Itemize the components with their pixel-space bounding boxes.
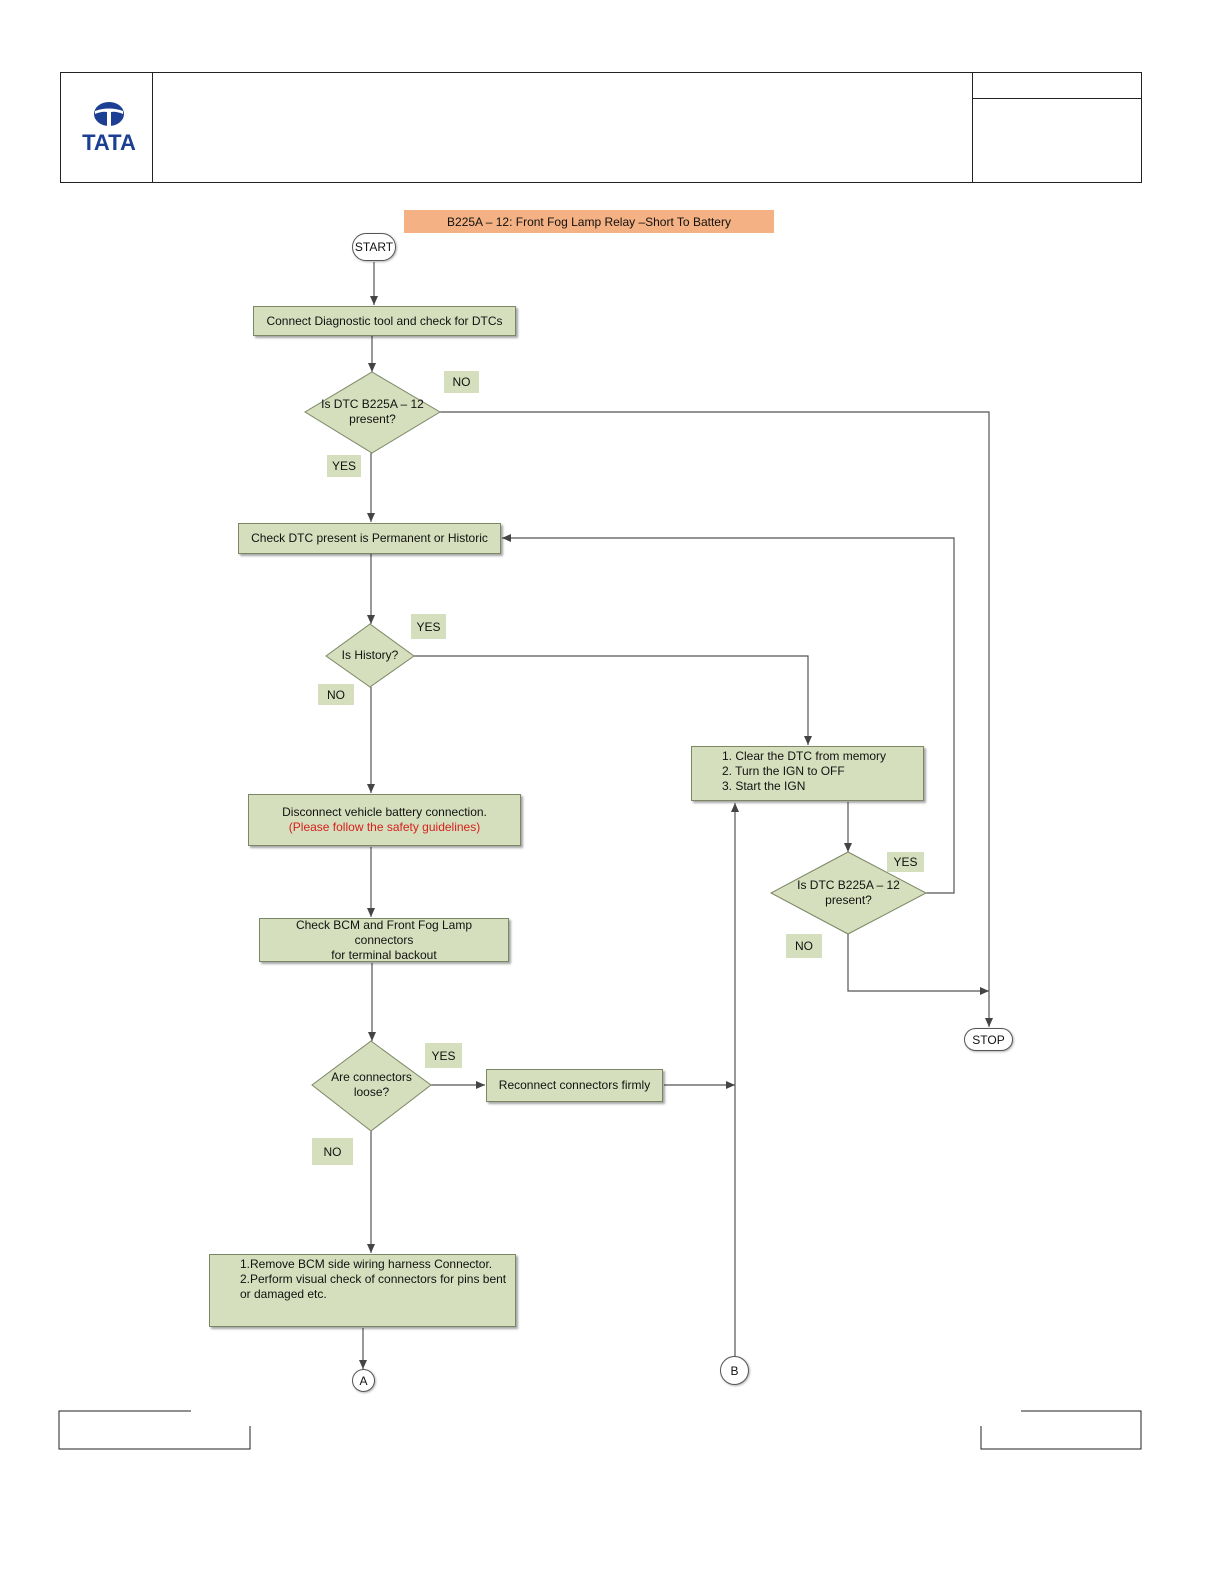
connect-diagnostic-tool-box: Connect Diagnostic tool and check for DT… xyxy=(253,306,516,336)
header-divider-left xyxy=(152,72,153,183)
decision-is-history: Is History? xyxy=(341,647,399,662)
reconnect-connectors-box: Reconnect connectors firmly xyxy=(486,1069,663,1102)
decision-is-dtc2-line1: Is DTC B225A – 12 xyxy=(797,878,900,892)
decision-is-dtc-line2: present? xyxy=(349,412,396,426)
label-no-2: NO xyxy=(318,684,354,705)
label-no-1: NO xyxy=(444,371,479,393)
connector-a: A xyxy=(352,1369,375,1392)
decision-connectors-loose-shape xyxy=(311,1040,432,1132)
check-bcm-line1: Check BCM and Front Fog Lamp connectors xyxy=(295,917,473,947)
header-divider-row xyxy=(972,98,1142,99)
clear-dtc-line2: 2. Turn the IGN to OFF xyxy=(722,764,845,778)
remove-bcm-line3: or damaged etc. xyxy=(240,1287,327,1301)
decision-is-dtc-present-shape xyxy=(304,371,441,454)
label-yes-1: YES xyxy=(327,455,361,477)
decision-loose-line2: loose? xyxy=(353,1085,390,1099)
decision-is-dtc-line1: Is DTC B225A – 12 xyxy=(321,397,424,411)
safety-guidelines-note: (Please follow the safety guidelines) xyxy=(288,820,481,834)
remove-bcm-line1: 1.Remove BCM side wiring harness Connect… xyxy=(240,1257,493,1271)
stop-terminal: STOP xyxy=(964,1028,1013,1051)
start-terminal: START xyxy=(352,233,396,261)
label-no-3: NO xyxy=(786,934,822,958)
decision-is-dtc-present-2-shape xyxy=(769,851,928,935)
clear-dtc-line1: 1. Clear the DTC from memory xyxy=(722,749,887,763)
logo-text: TATA xyxy=(82,130,136,155)
decision-loose-line1: Are connectors xyxy=(331,1070,412,1084)
clear-dtc-line3: 3. Start the IGN xyxy=(722,779,806,793)
decision-connectors-loose: Are connectors loose? xyxy=(312,1068,431,1102)
decision-is-history-shape xyxy=(325,623,415,688)
disconnect-battery-box: Disconnect vehicle battery connection. (… xyxy=(248,794,521,846)
decision-is-dtc2-line2: present? xyxy=(825,893,872,907)
clear-dtc-box: 1. Clear the DTC from memory 2. Turn the… xyxy=(691,746,924,801)
connector-b: B xyxy=(720,1356,749,1385)
label-yes-2: YES xyxy=(411,614,446,639)
check-bcm-line2: for terminal backout xyxy=(331,947,437,962)
header-frame xyxy=(60,72,1142,183)
remove-bcm-connector-box: 1.Remove BCM side wiring harness Connect… xyxy=(209,1254,516,1327)
label-no-4: NO xyxy=(312,1138,353,1165)
disconnect-battery-text: Disconnect vehicle battery connection. xyxy=(282,805,487,819)
remove-bcm-line2: 2.Perform visual check of connectors for… xyxy=(240,1272,507,1286)
check-bcm-connectors-box: Check BCM and Front Fog Lamp connectors … xyxy=(259,918,509,962)
decision-is-dtc-present: Is DTC B225A – 12 present? xyxy=(305,394,440,430)
label-yes-4: YES xyxy=(425,1043,462,1068)
tata-logo: TATA xyxy=(76,98,142,158)
header-divider-right xyxy=(972,72,973,183)
label-yes-3: YES xyxy=(887,852,924,872)
check-permanent-historic-box: Check DTC present is Permanent or Histor… xyxy=(238,523,501,554)
flowchart-title: B225A – 12: Front Fog Lamp Relay –Short … xyxy=(404,210,774,233)
decision-is-dtc-present-2: Is DTC B225A – 12 present? xyxy=(771,875,926,911)
